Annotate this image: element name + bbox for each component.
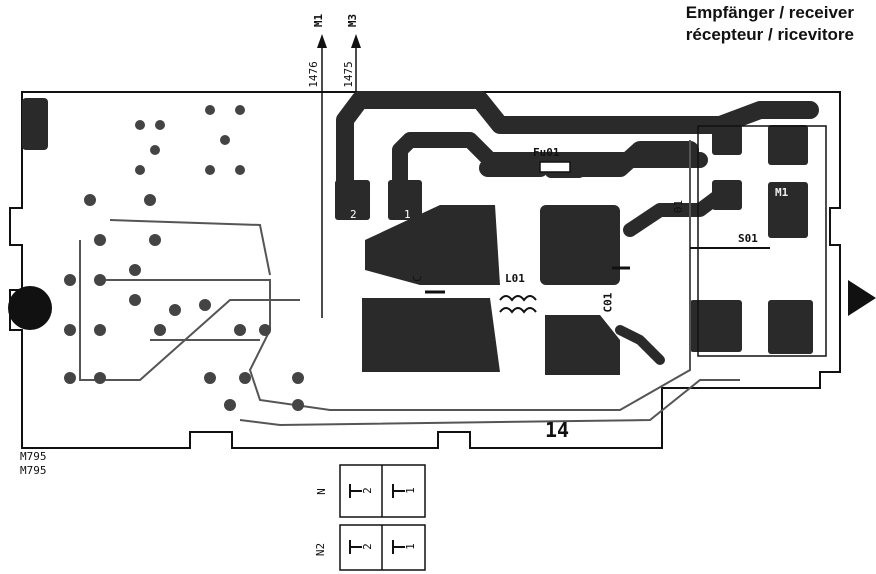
label-switch: S01 [738,232,758,245]
board-id-2: M795 [20,464,47,477]
copper-pads [22,98,813,375]
label-diode: 01 [672,199,686,214]
label-14: 14 [545,418,570,442]
label-m3: M3 [346,13,360,28]
connector-glyphs [349,484,405,554]
connector-n-pin2: 2 [360,487,374,494]
connector-n-label: N [314,488,328,495]
inductor-coil [499,295,537,302]
board-outline [9,91,841,449]
label-fuse: Fu01 [533,146,560,159]
copper-traces [336,91,819,365]
fuse-body [539,161,571,173]
switch-outline [697,125,827,357]
board-id-1: M795 [20,450,47,463]
connector-n2-pin2: 2 [360,543,374,550]
thin-traces [79,140,740,427]
label-cap: C01 [601,292,615,313]
connector-n2-pin1: 1 [403,543,417,550]
title-line-1: Empfänger / receiver [685,3,854,22]
label-pad-1: 1 [404,208,411,221]
label-pad-2: 2 [350,208,357,221]
label-cap-small: C [410,275,424,282]
label-coil: L01 [505,272,525,285]
arrow-m3 [351,34,361,48]
solder-dots [64,105,304,411]
label-m1: M1 [312,13,326,28]
title-line-2: récepteur / ricevitore [685,25,854,44]
direction-arrow [848,280,876,316]
connector-n2-label: N2 [314,542,328,557]
label-1475: 1475 [341,61,355,88]
label-1476: 1476 [306,61,320,88]
connector-n [339,464,426,571]
mounting-hole [8,286,52,330]
label-m1-pad: M1 [775,186,789,199]
arrow-m1 [317,34,327,48]
connector-n-pin1: 1 [403,487,417,494]
